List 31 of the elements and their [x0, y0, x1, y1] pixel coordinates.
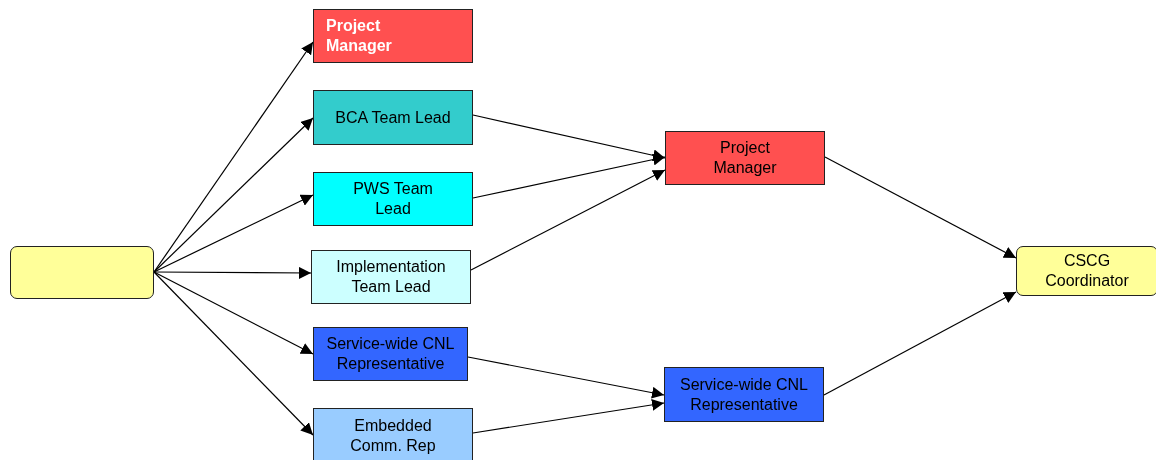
- role-title: Project Manager: [326, 16, 393, 56]
- role-title: CSCG Coordinator: [1044, 251, 1130, 291]
- arrow: [470, 169, 666, 271]
- role-box: [313, 90, 473, 145]
- role-box: [313, 408, 473, 460]
- role-box: [313, 327, 468, 381]
- role-title: PWS Team Lead: [352, 179, 434, 219]
- role-title: BCA Team Lead: [335, 107, 451, 128]
- arrow: [472, 398, 665, 434]
- role-box: [311, 250, 471, 304]
- arrow: [153, 271, 314, 355]
- arrow: [153, 41, 314, 273]
- rounded-box: [10, 246, 154, 299]
- arrow: [153, 117, 314, 273]
- role-box: [313, 9, 473, 63]
- arrow: [823, 291, 1017, 396]
- arrow: [472, 153, 666, 199]
- role-box: [664, 367, 824, 422]
- role-title: Embedded Comm. Rep: [349, 416, 437, 456]
- role-box: [1016, 246, 1156, 296]
- role-box: [313, 172, 473, 226]
- role-title: Service-wide CNL Representative: [678, 374, 809, 415]
- arrow: [153, 194, 314, 273]
- role-title: Service-wide CNL Representative: [325, 334, 456, 374]
- arrow: [153, 266, 312, 279]
- arrow: [824, 156, 1017, 259]
- role-title: Implementation Team Lead: [335, 257, 447, 297]
- arrow: [467, 356, 665, 399]
- arrow: [153, 271, 314, 436]
- role-title: Project Manager: [712, 138, 778, 178]
- role-box: [665, 131, 825, 185]
